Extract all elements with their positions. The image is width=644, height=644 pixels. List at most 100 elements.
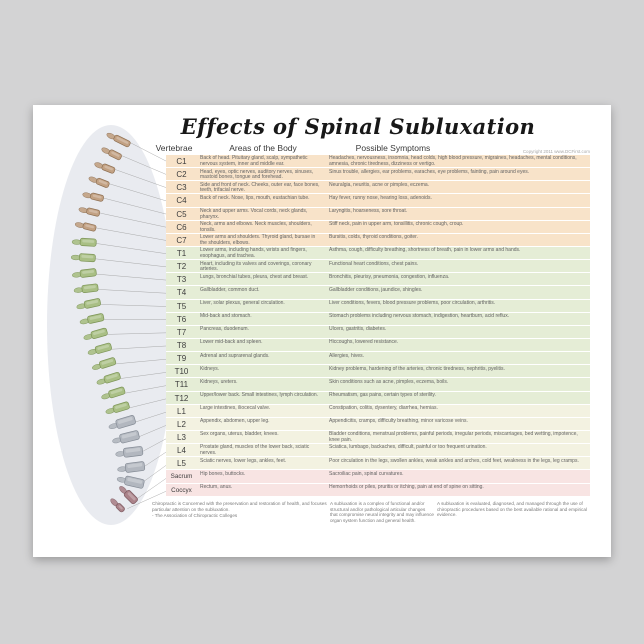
areas-cell: Kidneys, ureters. — [200, 378, 238, 385]
areas-cell: Lower mid-back and spleen. — [200, 339, 263, 346]
symptoms-cell: Ulcers, gastritis, diabetes. — [329, 326, 387, 333]
areas-cell: Large intestines, iliocecal valve. — [200, 405, 271, 412]
footer-definition-2: A subluxation is a complex of functional… — [330, 501, 434, 523]
table-row: L5 Sciatic nerves, lower legs, ankles, f… — [166, 457, 590, 471]
areas-cell: Gallbladder, common duct. — [200, 286, 260, 293]
vertebra-label: C4 — [176, 196, 187, 206]
table-row: T8 Lower mid-back and spleen. Hiccoughs,… — [166, 338, 590, 353]
symptoms-cell: Hiccoughs, lowered resistance. — [329, 339, 399, 346]
vertebra-label: C5 — [176, 209, 187, 219]
vertebra-label: T12 — [174, 393, 189, 403]
table-row: T11 Kidneys, ureters. Skin conditions su… — [166, 378, 590, 392]
areas-cell: Lungs, bronchial tubes, pleura, chest an… — [200, 273, 309, 280]
areas-cell: Hip bones, buttocks. — [200, 470, 246, 477]
symptoms-cell: Sciatica, lumbago, backaches, difficult,… — [329, 444, 487, 451]
vertebra-label: T6 — [176, 314, 187, 324]
vertebra-label: L4 — [177, 446, 186, 456]
table-row: C1 Back of head. Pituitary gland, scalp,… — [166, 155, 590, 169]
table-row: Coccyx Rectum, anus. Hemorrhoids or pile… — [166, 483, 590, 497]
table-row: T12 Upper/lower back. Small intestines, … — [166, 391, 590, 405]
vertebra-label: T11 — [174, 380, 189, 390]
table-row: L4 Prostate gland, muscles of the lower … — [166, 444, 590, 458]
column-header-vertebrae: Vertebrae — [155, 143, 193, 153]
areas-cell: Prostate gland, muscles of the lower bac… — [200, 444, 310, 457]
vertebra-label: T7 — [176, 327, 187, 337]
footer-text: Chiropractic is Concerned with the prese… — [152, 501, 327, 512]
symptoms-cell: Bladder conditions, menstrual problems, … — [329, 431, 578, 443]
vertebra-label: Coccyx — [171, 486, 192, 494]
symptoms-cell: Bursitis, colds, thyroid conditions, goi… — [329, 234, 418, 241]
vertebra-label: T10 — [174, 367, 189, 377]
areas-cell: Upper/lower back. Small intestines, lymp… — [200, 391, 319, 398]
vertebra-label: C2 — [176, 170, 187, 180]
column-header-symptoms: Possible Symptoms — [355, 143, 431, 153]
symptoms-cell: Allergies, hives. — [329, 352, 365, 359]
areas-cell: Neck and upper arms. Vocal cords, neck g… — [200, 207, 308, 220]
areas-cell: Back of neck. Nose, lips, mouth, eustach… — [200, 194, 310, 201]
table-row: C2 Head, eyes, optic nerves, auditory ne… — [166, 168, 590, 182]
footer-attribution: - The Association of Chiropractic Colleg… — [152, 513, 238, 518]
vertebra-label: L2 — [177, 419, 186, 429]
symptoms-cell: Headaches, nervousness, insomnia, head c… — [329, 155, 577, 167]
areas-cell: Appendix, abdomen, upper leg. — [200, 418, 270, 425]
connector-lines — [94, 141, 168, 509]
spine-background-ellipse — [47, 125, 175, 525]
symptoms-cell: Neuralgia, neuritis, acne or pimples, ec… — [329, 181, 430, 188]
areas-cell: Lower arms, including hands, wrists and … — [200, 247, 307, 259]
symptoms-cell: Rheumatism, gas pains, certain types of … — [329, 391, 436, 398]
table-row: T2 Heart, including its valves and cover… — [166, 260, 590, 274]
table-row: T1 Lower arms, including hands, wrists a… — [166, 246, 590, 261]
symptoms-cell: Stomach problems including nervous stoma… — [329, 313, 510, 320]
symptoms-cell: Skin conditions such as acne, pimples, e… — [329, 378, 449, 385]
vertebra-label: T9 — [176, 354, 187, 364]
symptoms-cell: Bronchitis, pleurisy, pneumonia, congest… — [329, 273, 450, 280]
vertebra-label: Sacrum — [170, 473, 193, 481]
table-row: T5 Liver, solar plexus, general circulat… — [166, 299, 590, 313]
table-row: L3 Sex organs, uterus, bladder, knees. B… — [166, 430, 590, 445]
symptoms-cell: Constipation, colitis, dysentery, diarrh… — [329, 405, 438, 412]
table-row: C5 Neck and upper arms. Vocal cords, nec… — [166, 207, 590, 221]
vertebra-label: C6 — [176, 222, 187, 232]
vertebra-label: T4 — [176, 288, 187, 298]
table-row: C7 Lower arms and shoulders. Thyroid gla… — [166, 233, 590, 247]
areas-cell: Pancreas, duodenum. — [200, 326, 249, 333]
table-row: T9 Adrenal and suprarenal glands. Allerg… — [166, 352, 590, 366]
areas-cell: Head, eyes, optic nerves, auditory nerve… — [200, 168, 314, 181]
subluxation-table: C1 Back of head. Pituitary gland, scalp,… — [166, 155, 590, 497]
vertebra-label: C7 — [176, 235, 187, 245]
areas-cell: Adrenal and suprarenal glands. — [200, 352, 270, 359]
vertebra-label: C3 — [176, 183, 187, 193]
areas-cell: Mid-back and stomach. — [200, 313, 252, 320]
vertebra-label: C1 — [176, 157, 187, 166]
footer-definition-1: Chiropractic is Concerned with the prese… — [152, 501, 328, 519]
poster: Effects of Spinal Subluxation Vertebrae … — [33, 105, 611, 557]
areas-cell: Rectum, anus. — [200, 483, 233, 490]
symptoms-cell: Asthma, cough, difficulty breathing, sho… — [329, 247, 521, 254]
table-row: C3 Side and front of neck. Cheeks, outer… — [166, 181, 590, 195]
symptoms-cell: Stiff neck, pain in upper arm, tonsillit… — [329, 221, 464, 228]
vertebra-label: T8 — [176, 340, 187, 350]
spine-illustration — [47, 125, 175, 525]
symptoms-cell: Sinus trouble, allergies, ear problems, … — [329, 168, 530, 175]
symptoms-cell: Liver conditions, fevers, blood pressure… — [329, 299, 496, 306]
vertebra-label: L1 — [177, 406, 186, 416]
vertebra-label: L5 — [177, 459, 186, 469]
areas-cell: Back of head. Pituitary gland, scalp, sy… — [200, 155, 308, 167]
areas-cell: Sciatic nerves, lower legs, ankles, feet… — [200, 457, 287, 464]
table-row: L1 Large intestines, iliocecal valve. Co… — [166, 404, 590, 418]
vertebra-label: T3 — [176, 275, 187, 285]
table-row: Sacrum Hip bones, buttocks. Sacroiliac p… — [166, 470, 590, 484]
areas-cell: Kidneys. — [200, 365, 220, 372]
symptoms-cell: Functional heart conditions, chest pains… — [329, 260, 419, 267]
table-row: C6 Neck, arms and elbows. Neck muscles, … — [166, 220, 590, 234]
symptoms-cell: Laryngitis, hoarseness, sore throat. — [329, 207, 408, 214]
areas-cell: Heart, including its valves and covering… — [200, 260, 312, 273]
symptoms-cell: Appendicitis, cramps, difficulty breathi… — [329, 418, 468, 425]
symptoms-cell: Hemorrhoids or piles, pruritis or itchin… — [329, 483, 484, 490]
symptoms-cell: Poor circulation in the legs, swollen an… — [329, 457, 579, 464]
table-row: T4 Gallbladder, common duct. Gallbladder… — [166, 286, 590, 300]
areas-cell: Neck, arms and elbows. Neck muscles, sho… — [200, 221, 312, 233]
areas-cell: Side and front of neck. Cheeks, outer ea… — [200, 181, 320, 194]
table-row: T10 Kidneys. Kidney problems, hardening … — [166, 365, 590, 379]
